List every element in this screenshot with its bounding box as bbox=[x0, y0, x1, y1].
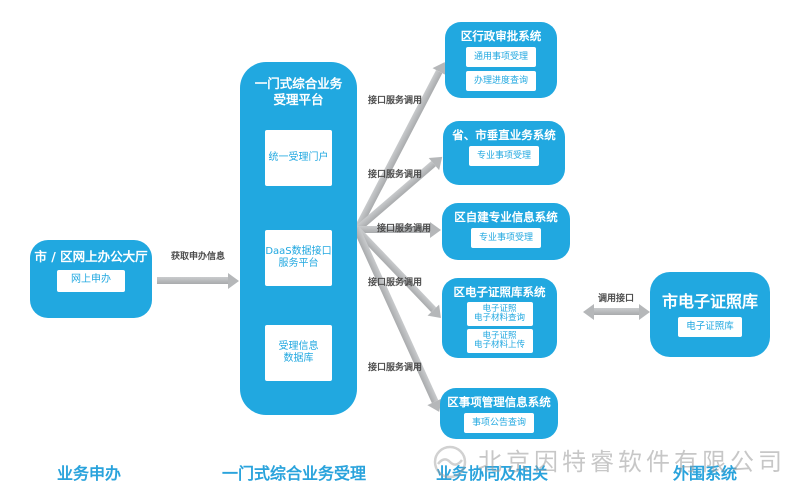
footer-collaboration-related: 业务协同及相关 bbox=[436, 464, 549, 483]
interface-call-label-1: 接口服务调用 bbox=[367, 96, 422, 106]
online-apply-label: 网上申办 bbox=[71, 274, 111, 286]
interface-call-label-2: 接口服务调用 bbox=[367, 170, 422, 180]
progress-query-box: 办理进度查询 bbox=[466, 71, 536, 92]
elicense-query-box: 电子证照 电子材料查询 bbox=[466, 302, 533, 327]
vertical-business-system-block: 省、市垂直业务系统 专业事项受理 bbox=[443, 121, 565, 185]
arrow-interface-5 bbox=[353, 228, 439, 404]
arrow-fetch-info bbox=[157, 272, 239, 289]
elicense-repo-box: 电子证照库 bbox=[678, 317, 742, 337]
professional-item-box-2: 专业事项受理 bbox=[471, 228, 541, 249]
daas-interface-box: DaaS数据接口 服务平台 bbox=[265, 230, 332, 286]
acceptance-db-box: 受理信息 数据库 bbox=[265, 325, 332, 381]
general-item-acceptance-box: 通用事项受理 bbox=[466, 47, 536, 68]
arrow-call-interface bbox=[583, 303, 650, 320]
online-apply-box: 网上申办 bbox=[57, 269, 125, 292]
district-elicense-system-title: 区电子证照库系统 bbox=[453, 285, 546, 299]
footer-business-apply: 业务申办 bbox=[57, 464, 122, 483]
elicense-upload-box: 电子证照 电子材料上传 bbox=[466, 329, 533, 354]
footer-one-stop-acceptance: 一门式综合业务受理 bbox=[222, 464, 367, 483]
arrow-interface-4 bbox=[354, 227, 437, 313]
footer-external-systems: 外围系统 bbox=[673, 464, 738, 483]
item-management-system-block: 区事项管理信息系统 事项公告查询 bbox=[440, 388, 558, 439]
city-elicense-title: 市电子证照库 bbox=[661, 292, 758, 311]
admin-approval-system-title: 区行政审批系统 bbox=[460, 29, 542, 43]
item-notice-query-box: 事项公告查询 bbox=[464, 413, 534, 434]
online-office-hall-title: 市 / 区网上办公大厅 bbox=[34, 249, 148, 264]
professional-item-box-1: 专业事项受理 bbox=[469, 146, 539, 167]
online-office-hall-block: 市 / 区网上办公大厅 网上申办 bbox=[30, 240, 152, 318]
item-management-system-title: 区事项管理信息系统 bbox=[447, 395, 551, 409]
vertical-business-system-title: 省、市垂直业务系统 bbox=[452, 128, 556, 142]
admin-approval-system-block: 区行政审批系统 通用事项受理 办理进度查询 bbox=[445, 22, 557, 98]
city-elicense-block: 市电子证照库 电子证照库 bbox=[650, 272, 770, 357]
interface-call-label-5: 接口服务调用 bbox=[367, 363, 422, 373]
one-stop-platform-block: 一门式综合业务 受理平台 统一受理门户 DaaS数据接口 服务平台 受理信息 数… bbox=[240, 62, 357, 415]
unified-portal-box: 统一受理门户 bbox=[265, 130, 332, 186]
arrow-interface-3 bbox=[357, 221, 441, 238]
self-built-info-system-title: 区自建专业信息系统 bbox=[454, 210, 558, 224]
self-built-info-system-block: 区自建专业信息系统 专业事项受理 bbox=[442, 203, 570, 260]
interface-call-label-4: 接口服务调用 bbox=[367, 278, 422, 288]
platform-title: 一门式综合业务 受理平台 bbox=[254, 76, 343, 107]
fetch-info-label: 获取申办信息 bbox=[170, 252, 225, 262]
district-elicense-system-block: 区电子证照库系统 电子证照 电子材料查询 电子证照 电子材料上传 bbox=[442, 278, 557, 358]
call-interface-label: 调用接口 bbox=[597, 294, 634, 304]
interface-call-label-3: 接口服务调用 bbox=[376, 224, 431, 234]
